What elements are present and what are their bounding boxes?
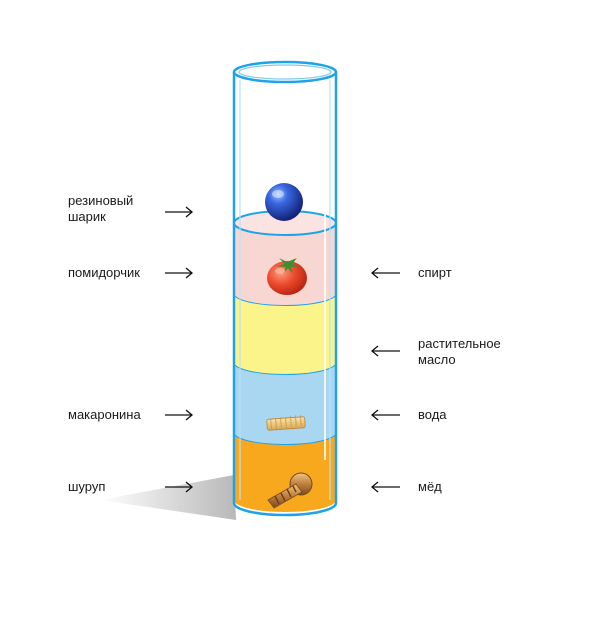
arrow-pasta bbox=[165, 409, 194, 421]
label-tomato: помидорчик bbox=[68, 265, 140, 280]
tube-shadow bbox=[100, 475, 236, 520]
label-honey: мёд bbox=[418, 479, 442, 494]
label-screw: шуруп bbox=[68, 479, 106, 494]
arrow-tomato bbox=[165, 267, 194, 279]
arrows bbox=[165, 206, 400, 493]
blue-ball-icon bbox=[265, 183, 303, 221]
label-pasta: макаронина bbox=[68, 407, 141, 422]
pasta-icon bbox=[266, 414, 306, 431]
label-water: вода bbox=[418, 407, 447, 422]
arrow-alcohol bbox=[370, 267, 400, 279]
label-ball: резиновый шарик bbox=[68, 193, 134, 224]
arrow-water bbox=[370, 409, 400, 421]
arrow-honey bbox=[370, 481, 400, 493]
arrow-oil bbox=[370, 345, 400, 357]
arrow-screw bbox=[165, 481, 194, 493]
tomato-icon bbox=[267, 258, 307, 295]
label-oil: растительное масло bbox=[418, 336, 501, 367]
label-alcohol: спирт bbox=[418, 265, 452, 280]
arrow-ball bbox=[165, 206, 194, 218]
test-tube bbox=[232, 60, 338, 517]
screw-icon bbox=[267, 472, 313, 509]
